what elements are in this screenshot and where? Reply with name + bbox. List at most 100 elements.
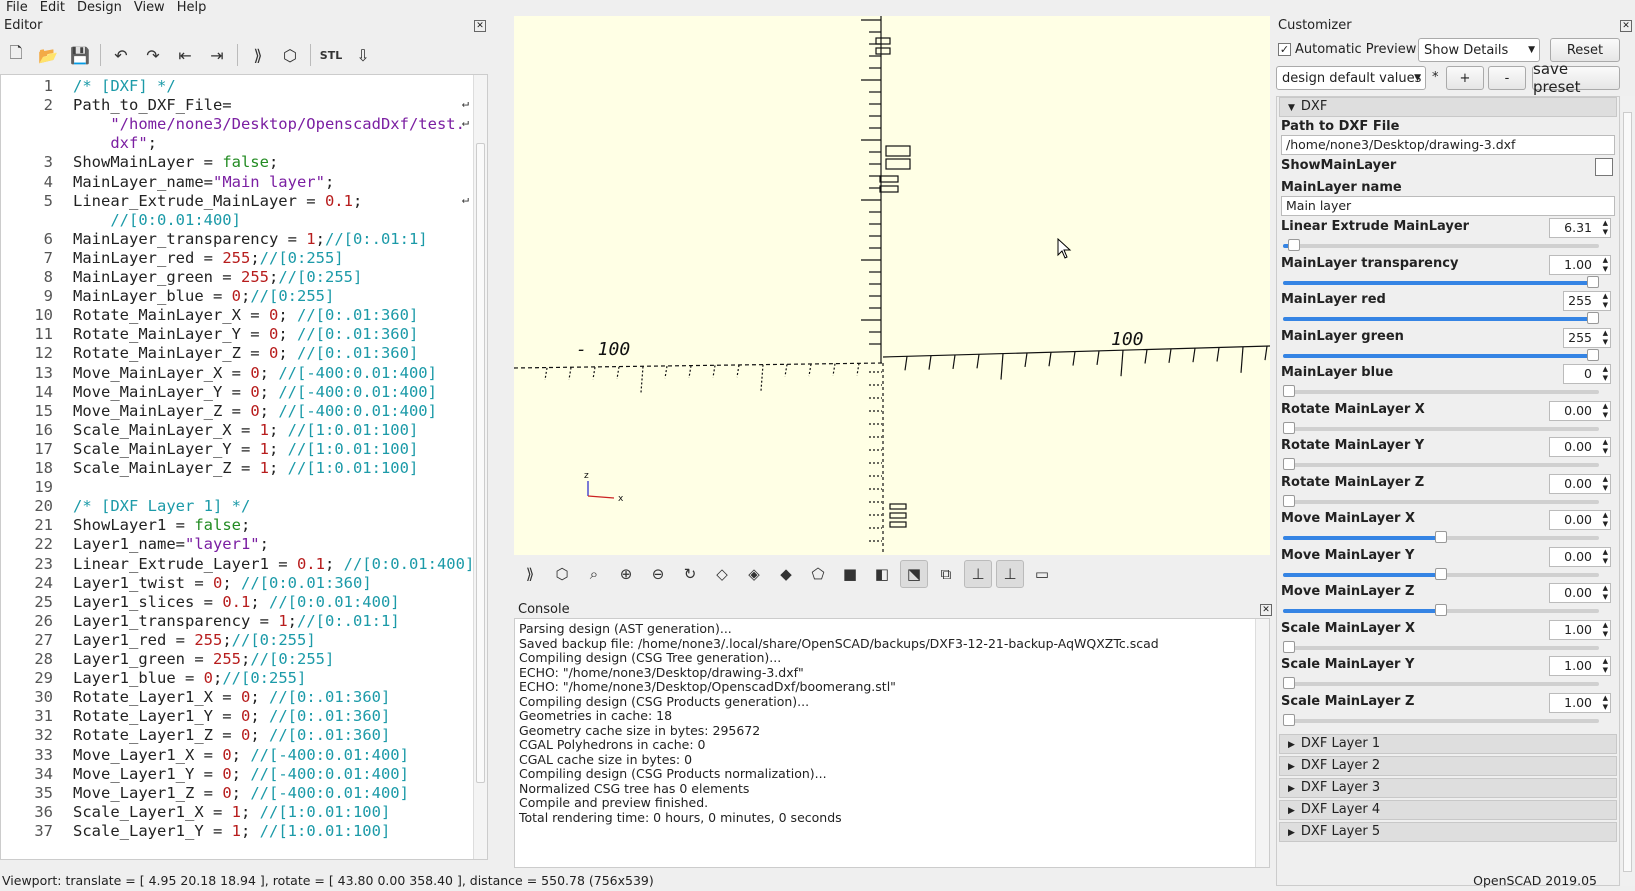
- view-right-icon[interactable]: ◇: [716, 565, 728, 583]
- view-all-icon[interactable]: ⌕: [589, 565, 599, 583]
- open-file-icon[interactable]: 📂: [38, 45, 58, 65]
- param-slider[interactable]: [1283, 494, 1599, 507]
- zoom-out-icon[interactable]: ⊖: [651, 565, 665, 583]
- menu-edit[interactable]: Edit: [39, 0, 65, 15]
- preview-icon[interactable]: ⟫: [253, 45, 263, 65]
- section-header[interactable]: ▶DXF Layer 5: [1279, 822, 1617, 842]
- export-stl-icon[interactable]: STL: [319, 48, 343, 62]
- reset-button[interactable]: Reset: [1550, 38, 1620, 62]
- view-front-icon[interactable]: ■: [842, 565, 858, 583]
- param-text-input[interactable]: /home/none3/Desktop/drawing-3.dxf: [1281, 135, 1615, 155]
- customizer-scrollbar[interactable]: [1621, 96, 1635, 886]
- slider-handle[interactable]: [1435, 567, 1447, 580]
- spin-arrows-icon[interactable]: ▲▼: [1602, 474, 1608, 492]
- reset-view-icon[interactable]: ↻: [683, 565, 697, 583]
- orthogonal-icon[interactable]: ⧉: [940, 565, 952, 583]
- param-spinbox[interactable]: 0▲▼: [1563, 364, 1611, 384]
- checkbox-checked-icon[interactable]: ✓: [1278, 43, 1291, 56]
- console-close-icon[interactable]: ✕: [1260, 604, 1272, 616]
- param-slider[interactable]: [1283, 458, 1599, 470]
- menu-view[interactable]: View: [133, 0, 165, 15]
- param-spinbox[interactable]: 0.00▲▼: [1549, 583, 1611, 603]
- save-file-icon[interactable]: 💾: [70, 45, 90, 65]
- customizer-close-icon[interactable]: ✕: [1620, 20, 1632, 32]
- param-slider[interactable]: [1283, 713, 1599, 726]
- slider-handle[interactable]: [1283, 713, 1295, 726]
- view-top-icon[interactable]: ◈: [748, 565, 760, 583]
- remove-preset-button[interactable]: -: [1488, 66, 1526, 90]
- spin-arrows-icon[interactable]: ▲▼: [1602, 255, 1608, 273]
- view-back-icon[interactable]: ◧: [874, 565, 890, 583]
- slider-handle[interactable]: [1283, 385, 1295, 397]
- section-header[interactable]: ▶DXF Layer 1: [1279, 734, 1617, 754]
- menu-help[interactable]: Help: [176, 0, 207, 15]
- spin-arrows-icon[interactable]: ▲▼: [1602, 584, 1608, 601]
- slider-handle[interactable]: [1283, 677, 1295, 689]
- section-dxf-header[interactable]: ▼DXF: [1279, 97, 1617, 117]
- show-axes-icon[interactable]: ⊥: [964, 560, 992, 588]
- undo-icon[interactable]: ↶: [114, 45, 128, 65]
- preview-icon[interactable]: ⟫: [525, 565, 535, 583]
- param-slider[interactable]: [1283, 275, 1599, 288]
- spin-arrows-icon[interactable]: ▲▼: [1602, 438, 1608, 455]
- spin-arrows-icon[interactable]: ▲▼: [1602, 328, 1608, 346]
- perspective-icon[interactable]: ⬔: [900, 560, 928, 588]
- show-scale-markers-icon[interactable]: ⊥: [996, 560, 1024, 588]
- preset-dropdown[interactable]: design default values ▼: [1276, 66, 1426, 90]
- slider-handle[interactable]: [1435, 531, 1447, 543]
- render-icon[interactable]: ⬡: [283, 45, 297, 65]
- console-scrollbar[interactable]: [1255, 619, 1269, 867]
- param-slider[interactable]: [1283, 312, 1599, 324]
- slider-handle[interactable]: [1435, 604, 1447, 616]
- spin-arrows-icon[interactable]: ▲▼: [1602, 511, 1608, 528]
- spin-arrows-icon[interactable]: ▲▼: [1602, 620, 1608, 638]
- show-edges-icon[interactable]: ▭: [1034, 565, 1050, 583]
- slider-handle[interactable]: [1283, 640, 1295, 653]
- param-spinbox[interactable]: 6.31▲▼: [1549, 218, 1611, 238]
- slider-handle[interactable]: [1283, 421, 1295, 434]
- slider-handle[interactable]: [1587, 275, 1599, 288]
- param-text-input[interactable]: Main layer: [1281, 196, 1615, 216]
- param-spinbox[interactable]: 1.00▲▼: [1549, 254, 1611, 275]
- view-left-icon[interactable]: ⬠: [811, 565, 825, 583]
- param-spinbox[interactable]: 0.00▲▼: [1549, 400, 1611, 421]
- param-slider[interactable]: [1283, 677, 1599, 689]
- section-header[interactable]: ▶DXF Layer 3: [1279, 778, 1617, 798]
- customizer-scrollbar-thumb[interactable]: [1623, 112, 1632, 872]
- add-preset-button[interactable]: +: [1446, 66, 1484, 90]
- param-spinbox[interactable]: 1.00▲▼: [1549, 656, 1611, 676]
- slider-handle[interactable]: [1283, 494, 1295, 507]
- new-file-icon[interactable]: 🗋: [9, 42, 23, 62]
- param-slider[interactable]: [1283, 421, 1599, 434]
- spin-arrows-icon[interactable]: ▲▼: [1602, 219, 1608, 236]
- param-spinbox[interactable]: 255▲▼: [1563, 291, 1611, 311]
- 3d-viewport[interactable]: - 100 100 z x: [514, 16, 1270, 555]
- param-spinbox[interactable]: 0.00▲▼: [1549, 473, 1611, 494]
- editor-scrollbar-thumb[interactable]: [476, 143, 485, 783]
- slider-handle[interactable]: [1288, 239, 1300, 251]
- unindent-icon[interactable]: ⇤: [178, 45, 192, 65]
- editor-close-icon[interactable]: ✕: [474, 20, 486, 32]
- param-spinbox[interactable]: 1.00▲▼: [1549, 619, 1611, 640]
- render-icon[interactable]: ⬡: [555, 565, 569, 583]
- spin-arrows-icon[interactable]: ▲▼: [1602, 292, 1608, 309]
- view-bottom-icon[interactable]: ◆: [780, 565, 792, 583]
- param-slider[interactable]: [1283, 239, 1599, 251]
- editor-scrollbar[interactable]: [473, 75, 487, 859]
- param-slider[interactable]: [1283, 567, 1599, 580]
- param-spinbox[interactable]: 0.00▲▼: [1549, 437, 1611, 457]
- spin-arrows-icon[interactable]: ▲▼: [1602, 365, 1608, 382]
- spin-arrows-icon[interactable]: ▲▼: [1602, 693, 1608, 711]
- zoom-in-icon[interactable]: ⊕: [619, 565, 633, 583]
- param-spinbox[interactable]: 255▲▼: [1563, 327, 1611, 348]
- param-spinbox[interactable]: 1.00▲▼: [1549, 692, 1611, 713]
- save-preset-button[interactable]: save preset: [1532, 60, 1620, 96]
- indent-icon[interactable]: ⇥: [210, 45, 224, 65]
- slider-handle[interactable]: [1587, 348, 1599, 361]
- spin-arrows-icon[interactable]: ▲▼: [1602, 657, 1608, 674]
- slider-handle[interactable]: [1283, 458, 1295, 470]
- param-checkbox[interactable]: [1595, 158, 1613, 176]
- section-header[interactable]: ▶DXF Layer 2: [1279, 756, 1617, 776]
- param-spinbox[interactable]: 0.00▲▼: [1549, 546, 1611, 567]
